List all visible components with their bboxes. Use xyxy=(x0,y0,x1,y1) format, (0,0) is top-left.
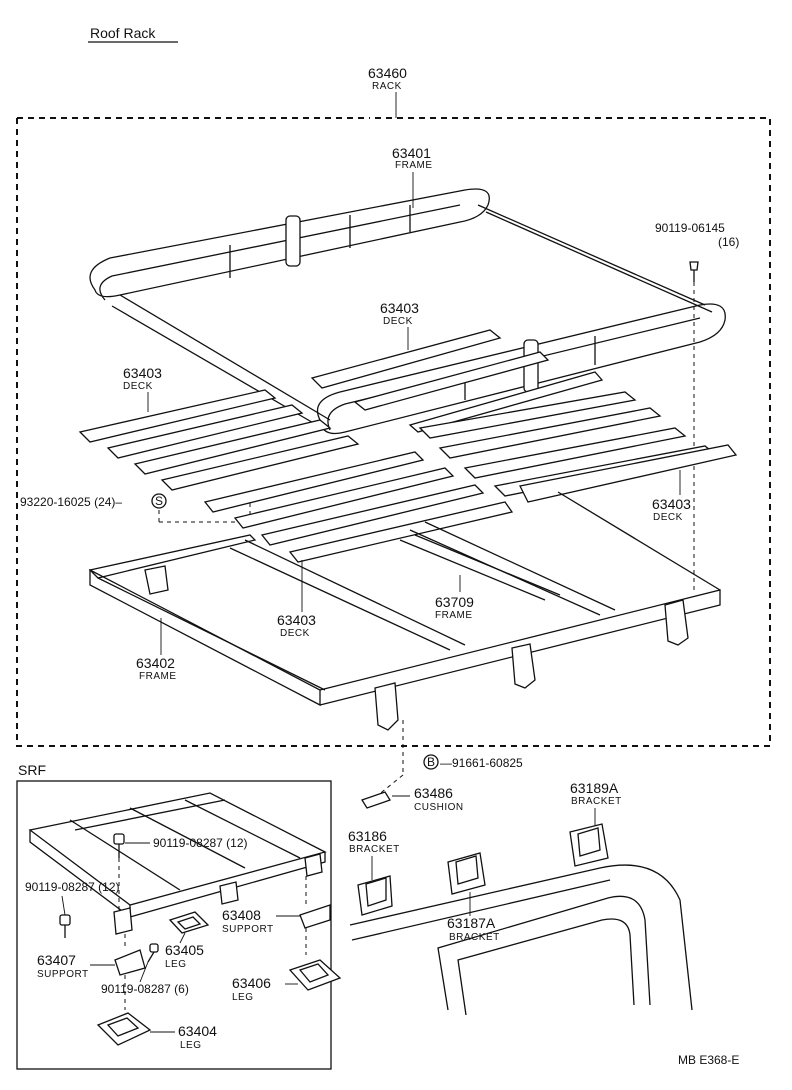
screw-quantity: (16) xyxy=(718,235,739,249)
srf-support-r-number: 63408 xyxy=(222,907,261,923)
clip-s-symbol-circle xyxy=(151,493,167,509)
srf-leg1-number: 63405 xyxy=(165,942,204,958)
bracket-mid xyxy=(447,852,486,895)
srf-bolt1-label: 90119-08287 (12) xyxy=(153,836,248,850)
footer-code: MB E368-E xyxy=(678,1053,739,1067)
base-frame-part-number: 63402 xyxy=(136,655,175,671)
clip-b-symbol: B xyxy=(427,755,435,769)
bracket-front xyxy=(357,875,393,916)
srf-bolt3-leader xyxy=(139,961,149,983)
right-deck-slats xyxy=(418,391,738,503)
clip-b-part-number: —91661-60825 xyxy=(440,756,523,770)
srf-bolt2-leader xyxy=(61,895,66,916)
base-frame xyxy=(88,491,721,707)
srf-support-right xyxy=(299,904,331,929)
rack-part-number: 63460 xyxy=(368,65,407,81)
srf-support-l-number: 63407 xyxy=(37,952,76,968)
srf-title: SRF xyxy=(18,762,46,778)
base-legs xyxy=(374,599,689,731)
bracket-front-number: 63186 xyxy=(348,828,387,844)
srf-inset-box xyxy=(16,780,332,1070)
srf-frame xyxy=(28,792,327,919)
srf-leg1 xyxy=(168,911,210,934)
rack-part-name: RACK xyxy=(372,81,402,92)
top-frame-part-name: FRAME xyxy=(395,160,433,171)
bracket-rear-name: BRACKET xyxy=(571,796,622,807)
right-deck-part-name: DECK xyxy=(653,512,683,523)
front-deck-slats xyxy=(203,451,514,563)
bracket-mid-number: 63187A xyxy=(447,915,496,931)
srf-support-left xyxy=(113,907,146,976)
left-deck-slats xyxy=(78,389,360,491)
page-title: Roof Rack xyxy=(90,25,156,41)
screw-icon xyxy=(689,261,699,282)
center-deck-part-number: 63403 xyxy=(380,300,419,316)
clip-s-symbol: S xyxy=(155,494,163,508)
bracket-front-name: BRACKET xyxy=(349,844,400,855)
cushion-part-number: 63486 xyxy=(414,785,453,801)
base-frame-part-name: FRAME xyxy=(139,671,177,682)
cushion-part-name: CUSHION xyxy=(414,802,464,813)
bracket-rear xyxy=(569,823,609,867)
clip-part-number: 93220-16025 (24)– xyxy=(20,495,122,509)
cross-frame-part-number: 63709 xyxy=(435,594,474,610)
right-deck-part-number: 63403 xyxy=(652,496,691,512)
srf-leg2 xyxy=(288,959,342,991)
srf-leg3-number: 63404 xyxy=(178,1023,217,1039)
center-deck-part-name: DECK xyxy=(383,316,413,327)
bracket-mid-name: BRACKET xyxy=(449,932,500,943)
cross-frame-part-name: FRAME xyxy=(435,610,473,621)
vehicle-roof-outline xyxy=(349,864,693,1016)
top-frame-part-number: 63401 xyxy=(392,145,431,161)
srf-leg3 xyxy=(96,1012,152,1046)
srf-leg2-number: 63406 xyxy=(232,975,271,991)
srf-support-r-name: SUPPORT xyxy=(222,924,274,935)
cushion-icon xyxy=(361,791,391,809)
left-deck-part-number: 63403 xyxy=(123,365,162,381)
bracket-rear-number: 63189A xyxy=(570,780,619,796)
center-deck-slats xyxy=(310,329,604,433)
srf-leg3-name: LEG xyxy=(180,1040,202,1051)
srf-bolt3-icon xyxy=(147,943,159,963)
srf-bolt2-icon xyxy=(59,914,71,938)
front-deck-part-name: DECK xyxy=(280,628,310,639)
srf-leg1-leader xyxy=(179,932,186,944)
front-deck-part-number: 63403 xyxy=(277,612,316,628)
srf-support-l-name: SUPPORT xyxy=(37,969,89,980)
srf-bolt1-icon xyxy=(113,833,125,858)
srf-bolt2-label: 90119-08287 (12) xyxy=(25,880,120,894)
srf-leg2-name: LEG xyxy=(232,992,254,1003)
srf-leg1-name: LEG xyxy=(165,959,187,970)
rack-assembly-boundary xyxy=(16,117,771,747)
screw-part-number: 90119-06145 xyxy=(655,221,725,235)
left-deck-part-name: DECK xyxy=(123,381,153,392)
srf-bolt3-label: 90119-08287 (6) xyxy=(101,982,189,996)
clip-b-symbol-circle xyxy=(423,754,439,770)
